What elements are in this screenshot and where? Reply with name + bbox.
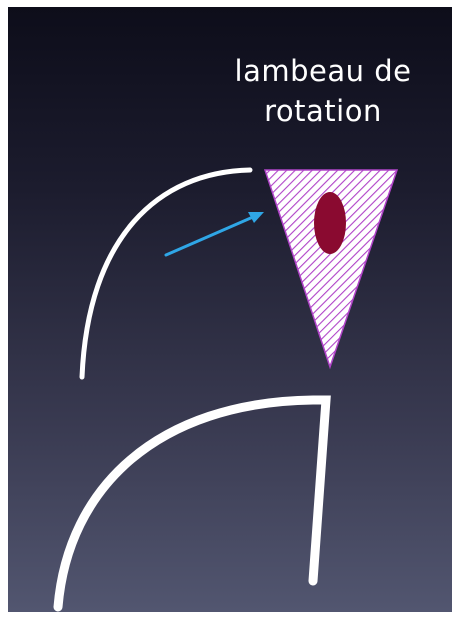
lesion-oval xyxy=(314,192,346,254)
slide: lambeau de rotation xyxy=(8,7,452,612)
lower-flap-outline xyxy=(58,400,326,607)
rotation-arrow xyxy=(166,212,264,255)
rotation-flap-diagram xyxy=(8,7,452,612)
upper-arc-line xyxy=(82,170,250,377)
